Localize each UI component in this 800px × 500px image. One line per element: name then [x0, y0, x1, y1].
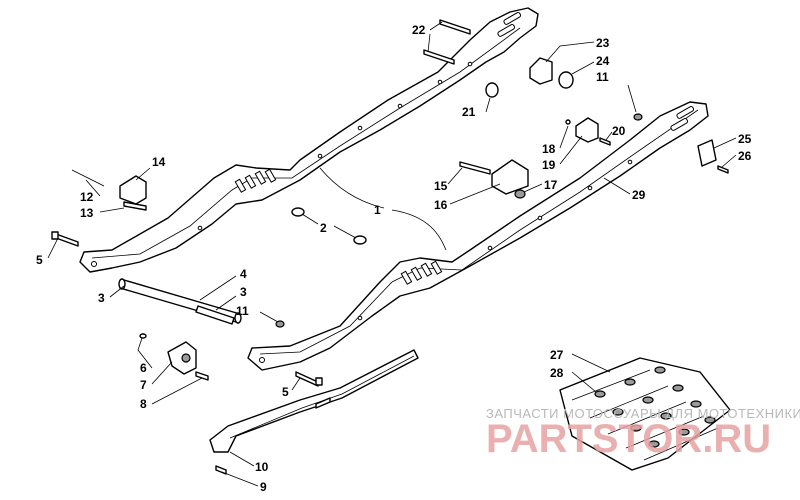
callout-10: 10	[255, 460, 269, 474]
callout-19: 19	[542, 158, 556, 172]
callout-11: 11	[236, 304, 249, 318]
right-rail-slots	[400, 106, 695, 285]
callout-25: 25	[738, 132, 752, 146]
callout-13: 13	[80, 206, 94, 220]
right-rail	[247, 101, 709, 371]
leader-lines	[47, 21, 737, 487]
callout-23: 23	[596, 36, 610, 50]
callout-18: 18	[542, 142, 556, 156]
callout-5: 5	[282, 385, 289, 399]
watermark: ЗАПЧАСТИ МОТОССУАРЫ ДЛЯ МОТОТЕХНИКИ PART…	[486, 406, 800, 461]
watermark-caption: ЗАПЧАСТИ МОТОССУАРЫ ДЛЯ МОТОТЕХНИКИ	[486, 406, 800, 421]
left-rail	[79, 7, 539, 273]
callout-9: 9	[260, 480, 267, 494]
callout-labels: 1 2 3 3 4 5 5 6 7 8 9 10 11 11 12 13 14 …	[36, 23, 752, 494]
callout-7: 7	[140, 378, 147, 392]
callout-27: 27	[550, 348, 564, 362]
callout-12: 12	[80, 190, 94, 204]
callout-2: 2	[320, 221, 327, 235]
callout-3: 3	[98, 291, 105, 305]
callout-16: 16	[434, 198, 448, 212]
track-clips	[594, 366, 716, 448]
callout-4: 4	[240, 267, 247, 281]
callout-1: 1	[374, 203, 381, 217]
callout-22: 22	[412, 23, 426, 37]
callout-11: 11	[596, 70, 609, 84]
callout-21: 21	[462, 105, 476, 119]
watermark-brand: PARTSTOR.RU	[486, 417, 771, 461]
callout-28: 28	[550, 366, 564, 380]
callout-29: 29	[632, 188, 646, 202]
callout-5: 5	[36, 253, 43, 267]
left-rail-slots	[234, 12, 522, 193]
callout-6: 6	[140, 361, 147, 375]
slide-strip	[209, 349, 419, 453]
callout-20: 20	[612, 124, 626, 138]
callout-24: 24	[596, 54, 610, 68]
callout-8: 8	[140, 397, 147, 411]
callout-17: 17	[544, 178, 558, 192]
callout-14: 14	[152, 155, 166, 169]
track-section	[559, 357, 731, 471]
callout-3: 3	[240, 285, 247, 299]
callout-26: 26	[738, 149, 752, 163]
callout-15: 15	[434, 179, 448, 193]
cross-shaft	[118, 278, 242, 325]
